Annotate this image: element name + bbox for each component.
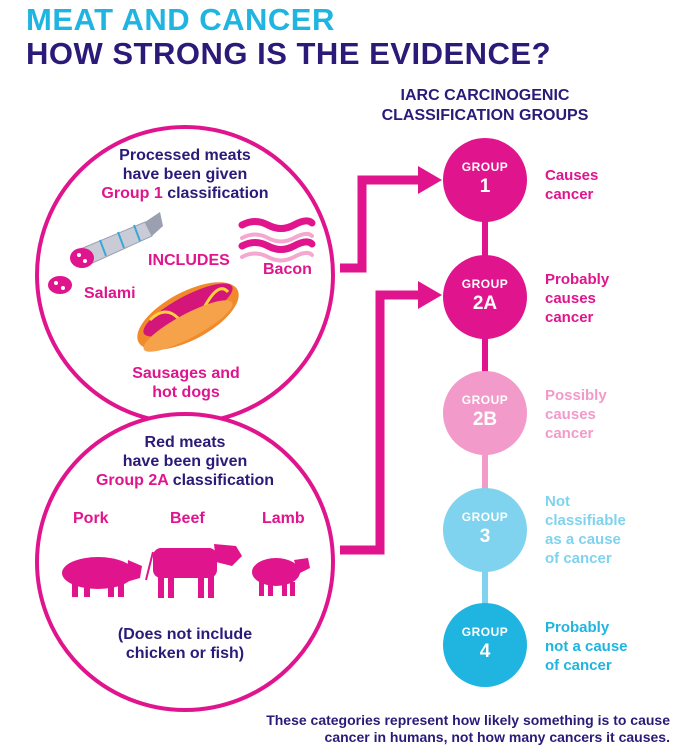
group-4-number: 4: [479, 641, 491, 662]
group-1-desc-line: Causes: [545, 167, 599, 184]
arrow-head-group-2a: [418, 281, 442, 309]
group-4-circle: [443, 603, 527, 687]
group-4-desc-line: Probably: [545, 619, 610, 636]
pork-label: Pork: [73, 510, 109, 527]
group-1-label: GROUP 1: [443, 160, 527, 198]
group-2a-desc-line: cancer: [545, 309, 594, 326]
arrow-to-group-2a: [340, 290, 420, 555]
sausages-line-2: hot dogs: [152, 384, 220, 401]
group-4-desc-line: of cancer: [545, 657, 612, 674]
red-classification-word: classification: [172, 472, 275, 489]
group-2b-description: Possibly causes cancer: [545, 386, 607, 443]
group-3-label: GROUP 3: [443, 510, 527, 548]
group-2b-small: GROUP: [461, 393, 509, 407]
group-3-desc-line: as a cause: [545, 531, 621, 548]
hot-dog-icon: [137, 282, 239, 352]
title-line-1: MEAT AND CANCER: [26, 2, 335, 37]
group-2a-desc-line: Probably: [545, 271, 610, 288]
red-line-3: Group 2A classification: [85, 471, 285, 490]
bacon-icon: [238, 217, 316, 263]
iarc-heading: IARC CARCINOGENIC CLASSIFICATION GROUPS: [370, 86, 600, 126]
group-2b-label: GROUP 2B: [443, 393, 527, 431]
group-4-small: GROUP: [461, 625, 509, 639]
group-2b-desc-line: causes: [545, 406, 596, 423]
group-2a-desc-line: causes: [545, 290, 596, 307]
group-3-small: GROUP: [461, 510, 509, 524]
group-1-number: 1: [479, 176, 491, 197]
bacon-label: Bacon: [263, 261, 312, 278]
group-3-desc-line: of cancer: [545, 550, 612, 567]
processed-meats-text: Processed meats have been given Group 1 …: [85, 146, 285, 203]
red-note-line-2: chicken or fish): [125, 645, 245, 662]
footnote: These categories represent how likely so…: [200, 712, 670, 746]
group-2a-number: 2A: [472, 293, 498, 314]
group-1-desc-line: cancer: [545, 186, 594, 203]
red-group-word: Group 2A: [95, 472, 169, 489]
group-1-circle: [443, 138, 527, 222]
red-line-2: have been given: [122, 453, 248, 470]
salami-icon: [48, 212, 163, 294]
group-3-desc-line: classifiable: [545, 512, 626, 529]
red-line-1: Red meats: [144, 434, 226, 451]
group-2b-number: 2B: [472, 409, 498, 430]
processed-classification-word: classification: [167, 185, 269, 202]
footnote-line-2: cancer in humans, not how many cancers i…: [324, 729, 670, 745]
group-4-description: Probably not a cause of cancer: [545, 618, 628, 675]
arrow-to-group-1: [340, 175, 420, 273]
group-2b-circle: [443, 371, 527, 455]
sausages-label: Sausages and hot dogs: [116, 364, 256, 402]
red-meats-text: Red meats have been given Group 2A class…: [85, 433, 285, 490]
group-1-small: GROUP: [461, 160, 509, 174]
group-2a-circle: [443, 255, 527, 339]
group-3-description: Not classifiable as a cause of cancer: [545, 492, 626, 568]
title-line-2: HOW STRONG IS THE EVIDENCE?: [26, 36, 552, 71]
group-2a-small: GROUP: [461, 277, 509, 291]
group-2b-desc-line: Possibly: [545, 387, 607, 404]
lamb-label: Lamb: [262, 510, 305, 527]
includes-label: INCLUDES: [148, 252, 230, 269]
processed-line-3: Group 1 classification: [85, 184, 285, 203]
footnote-line-1: These categories represent how likely so…: [266, 712, 670, 728]
lamb-icon: [252, 558, 310, 596]
group-1-description: Causes cancer: [545, 166, 598, 204]
pig-icon: [62, 557, 142, 597]
group-2b-desc-line: cancer: [545, 425, 594, 442]
group-3-circle: [443, 488, 527, 572]
red-note-line-1: (Does not include: [117, 626, 253, 643]
group-3-desc-line: Not: [545, 493, 570, 510]
salami-label: Salami: [84, 285, 136, 302]
group-3-number: 3: [479, 526, 491, 547]
arrow-head-group-1: [418, 166, 442, 194]
group-4-desc-line: not a cause: [545, 638, 628, 655]
processed-line-1: Processed meats: [119, 147, 251, 164]
red-meats-note: (Does not include chicken or fish): [85, 625, 285, 663]
group-2a-description: Probably causes cancer: [545, 270, 609, 327]
iarc-heading-line-1: IARC CARCINOGENIC: [400, 87, 570, 104]
processed-group-word: Group 1: [101, 185, 163, 202]
group-4-label: GROUP 4: [443, 625, 527, 663]
processed-line-2: have been given: [122, 166, 248, 183]
cow-icon: [145, 544, 242, 598]
group-2a-label: GROUP 2A: [443, 277, 527, 315]
beef-label: Beef: [170, 510, 205, 527]
sausages-line-1: Sausages and: [132, 365, 240, 382]
iarc-heading-line-2: CLASSIFICATION GROUPS: [381, 107, 589, 124]
